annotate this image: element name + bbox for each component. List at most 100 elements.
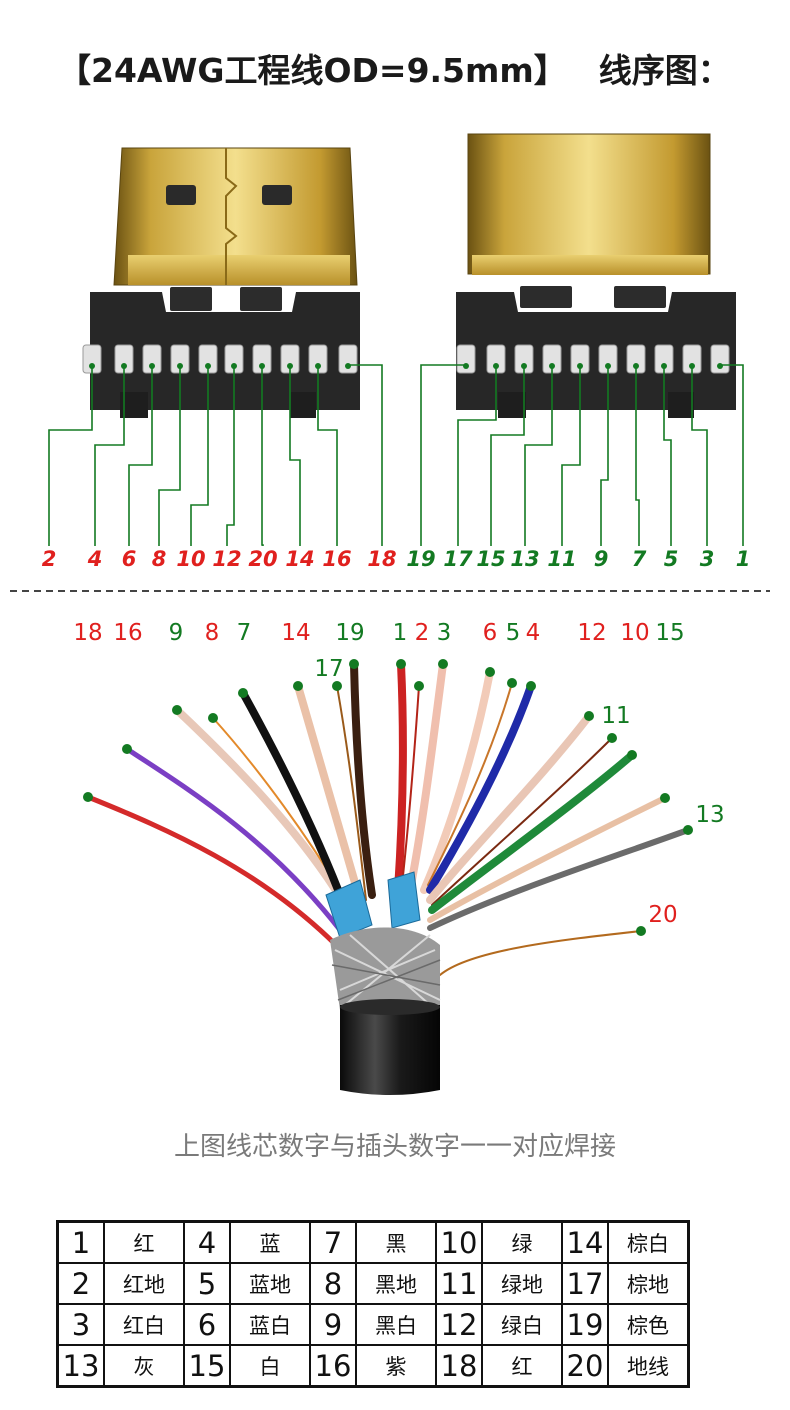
wire-end-dot — [349, 659, 359, 669]
wire-label: 15 — [655, 620, 684, 646]
pin-label: 2 — [42, 547, 57, 571]
pin-label: 16 — [322, 547, 351, 571]
wire-label: 5 — [506, 620, 521, 646]
wire-color-cell: 蓝 — [229, 1220, 311, 1264]
wire-end-dot — [172, 705, 182, 715]
wire-label: 19 — [335, 620, 364, 646]
wiring-diagram: 2 4 6 8 10 12 20 14 16 18 19 17 15 13 11… — [10, 133, 770, 1095]
pin-dot — [521, 363, 527, 369]
wire-color-cell: 蓝地 — [229, 1262, 311, 1305]
wire-color-cell: 绿地 — [481, 1262, 563, 1305]
wire-label: 14 — [281, 620, 310, 646]
connector-pins — [82, 344, 730, 374]
pin-leader-lines — [48, 363, 744, 546]
pin-dot — [661, 363, 667, 369]
wire-color-cell: 红 — [481, 1344, 563, 1388]
wire-end-dot — [122, 744, 132, 754]
pin-leader-line — [158, 366, 181, 546]
wire-end-dot — [507, 678, 517, 688]
wire-label: 8 — [205, 620, 220, 646]
pin-leader-line — [128, 366, 153, 546]
wire-end-dot — [627, 750, 637, 760]
wire-label: 18 — [73, 620, 102, 646]
wire-label: 7 — [237, 620, 252, 646]
pin-label: 4 — [87, 547, 103, 571]
wire-color-cell: 黑地 — [355, 1262, 437, 1305]
wire-number-cell: 3 — [56, 1303, 105, 1346]
wire-number-cell: 7 — [309, 1220, 357, 1264]
pin-leader-line — [561, 366, 581, 546]
pin-leader-line — [524, 366, 553, 546]
pin-dot — [121, 363, 127, 369]
wire-end-dot — [485, 667, 495, 677]
wire-end-dot — [683, 825, 693, 835]
wire-end-dot — [636, 926, 646, 936]
pin-dot — [89, 363, 95, 369]
wire-13 — [427, 827, 691, 931]
wire-2 — [401, 685, 420, 886]
wire-number-cell: 8 — [309, 1262, 357, 1305]
pin-dot — [605, 363, 611, 369]
wire-end-dot — [607, 733, 617, 743]
pin-label: 5 — [664, 547, 679, 571]
wire-label: 16 — [113, 620, 142, 646]
connector-pin — [338, 344, 358, 374]
wire-18 — [85, 794, 339, 948]
cable-braid — [330, 927, 441, 1010]
pin-dot — [345, 363, 351, 369]
wire-1 — [394, 660, 407, 894]
pin-leader-line — [490, 366, 525, 546]
pin-label: 19 — [406, 547, 435, 571]
wire-17 — [336, 685, 367, 901]
pin-dot — [287, 363, 293, 369]
wire-number-cell: 18 — [435, 1344, 483, 1388]
wire-14 — [294, 682, 364, 904]
wire-end-dot — [526, 681, 536, 691]
wire-11 — [431, 737, 613, 906]
wire-label: 10 — [620, 620, 649, 646]
wire-color-cell: 紫 — [355, 1344, 437, 1388]
wire-number-cell: 10 — [435, 1220, 483, 1264]
pin-dot — [149, 363, 155, 369]
wire-6 — [420, 668, 494, 894]
connector-pin — [456, 344, 476, 374]
pin-leader-line — [190, 366, 209, 546]
wire-end-dot — [414, 681, 424, 691]
wire-number-cell: 16 — [309, 1344, 357, 1388]
wire-label: 2 — [415, 620, 430, 646]
pin-label: 20 — [248, 547, 277, 571]
wire-number-cell: 6 — [183, 1303, 231, 1346]
wire-color-cell: 地线 — [607, 1344, 690, 1388]
pin-leader-line — [48, 366, 93, 546]
wire-number-cell: 13 — [56, 1344, 105, 1388]
wire-color-cell: 红 — [103, 1220, 185, 1264]
wire-10 — [428, 751, 636, 914]
pin-leader-line — [600, 366, 609, 546]
pin-dot — [231, 363, 237, 369]
wire-label: 20 — [648, 902, 677, 928]
pin-leader-line — [94, 366, 125, 546]
pin-dot — [463, 363, 469, 369]
wire-end-dot — [438, 659, 448, 669]
pin-dot — [493, 363, 499, 369]
wire-end-dot — [293, 681, 303, 691]
pin-label: 15 — [476, 547, 505, 571]
pin-dot — [577, 363, 583, 369]
pin-leader-line — [289, 366, 301, 546]
wire-color-cell: 黑白 — [355, 1303, 437, 1346]
wire-label: 17 — [314, 656, 343, 682]
pin-label: 18 — [367, 547, 396, 571]
diagram-caption: 上图线芯数字与插头数字一一对应焊接 — [173, 1132, 616, 1162]
wire-7 — [239, 689, 346, 904]
wire-color-cell: 棕色 — [607, 1303, 690, 1346]
pin-dot — [259, 363, 265, 369]
pin-leader-line — [226, 366, 235, 546]
title-suffix: 线序图： — [598, 51, 731, 90]
pin-label: 3 — [700, 547, 715, 571]
wire-end-dot — [83, 792, 93, 802]
